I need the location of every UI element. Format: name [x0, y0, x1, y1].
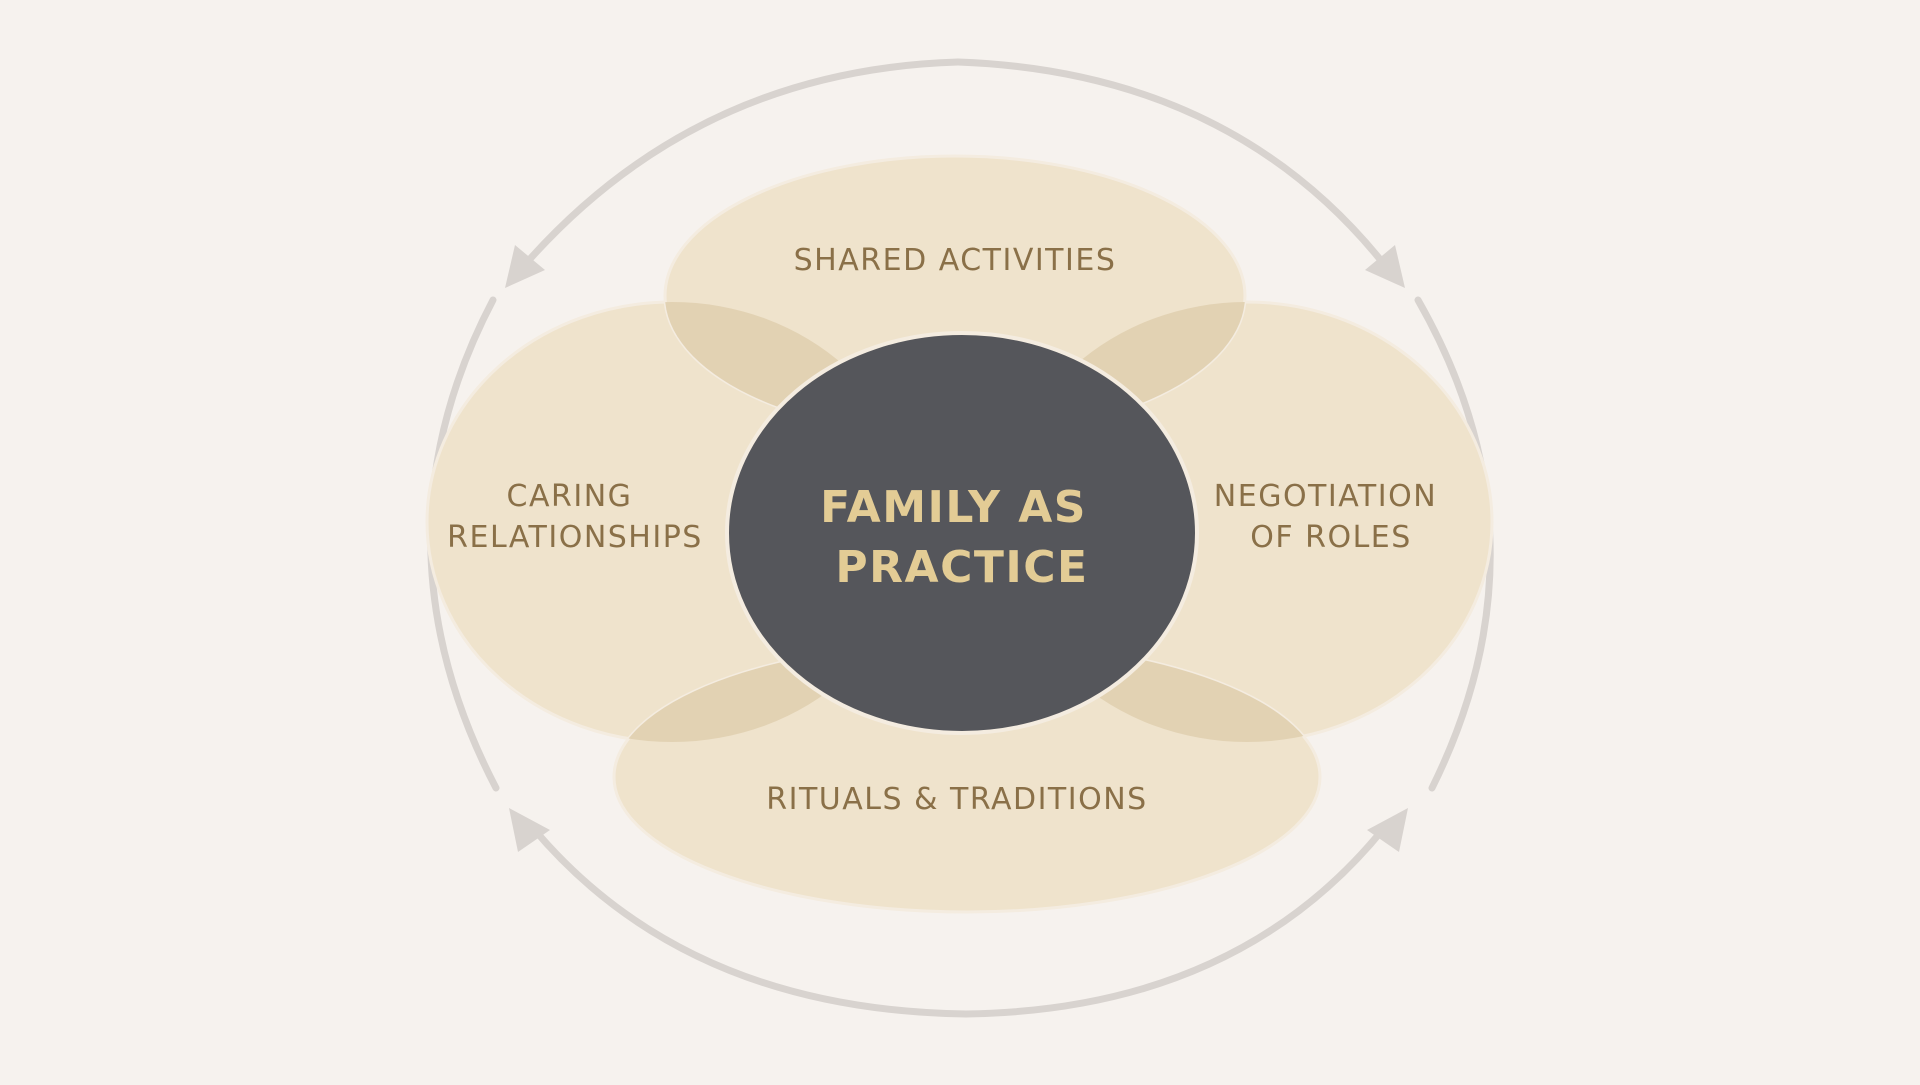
- cycle-arrowheads: [505, 245, 1408, 852]
- petal-label-top: SHARED ACTIVITIES: [794, 243, 1117, 278]
- arrowhead-bottom-left: [509, 808, 550, 852]
- center-circle: [725, 331, 1199, 735]
- cycle-arrow-bottom-right: [962, 824, 1388, 1018]
- arrowhead-top-left: [505, 245, 545, 288]
- arrowhead-top-right: [1365, 245, 1405, 288]
- cycle-arrow-bottom-left: [529, 824, 970, 1018]
- petal-label-left: CARING RELATIONSHIPS: [447, 479, 703, 555]
- arrowhead-bottom-right: [1367, 808, 1408, 852]
- petal-label-right: NEGOTIATION OF ROLES: [1214, 479, 1448, 555]
- center-label: FAMILY AS PRACTICE: [820, 482, 1104, 593]
- cycle-arrow-top-left: [518, 58, 962, 272]
- petal-label-bottom: RITUALS & TRADITIONS: [766, 782, 1147, 817]
- cycle-arrow-top-right: [954, 58, 1391, 272]
